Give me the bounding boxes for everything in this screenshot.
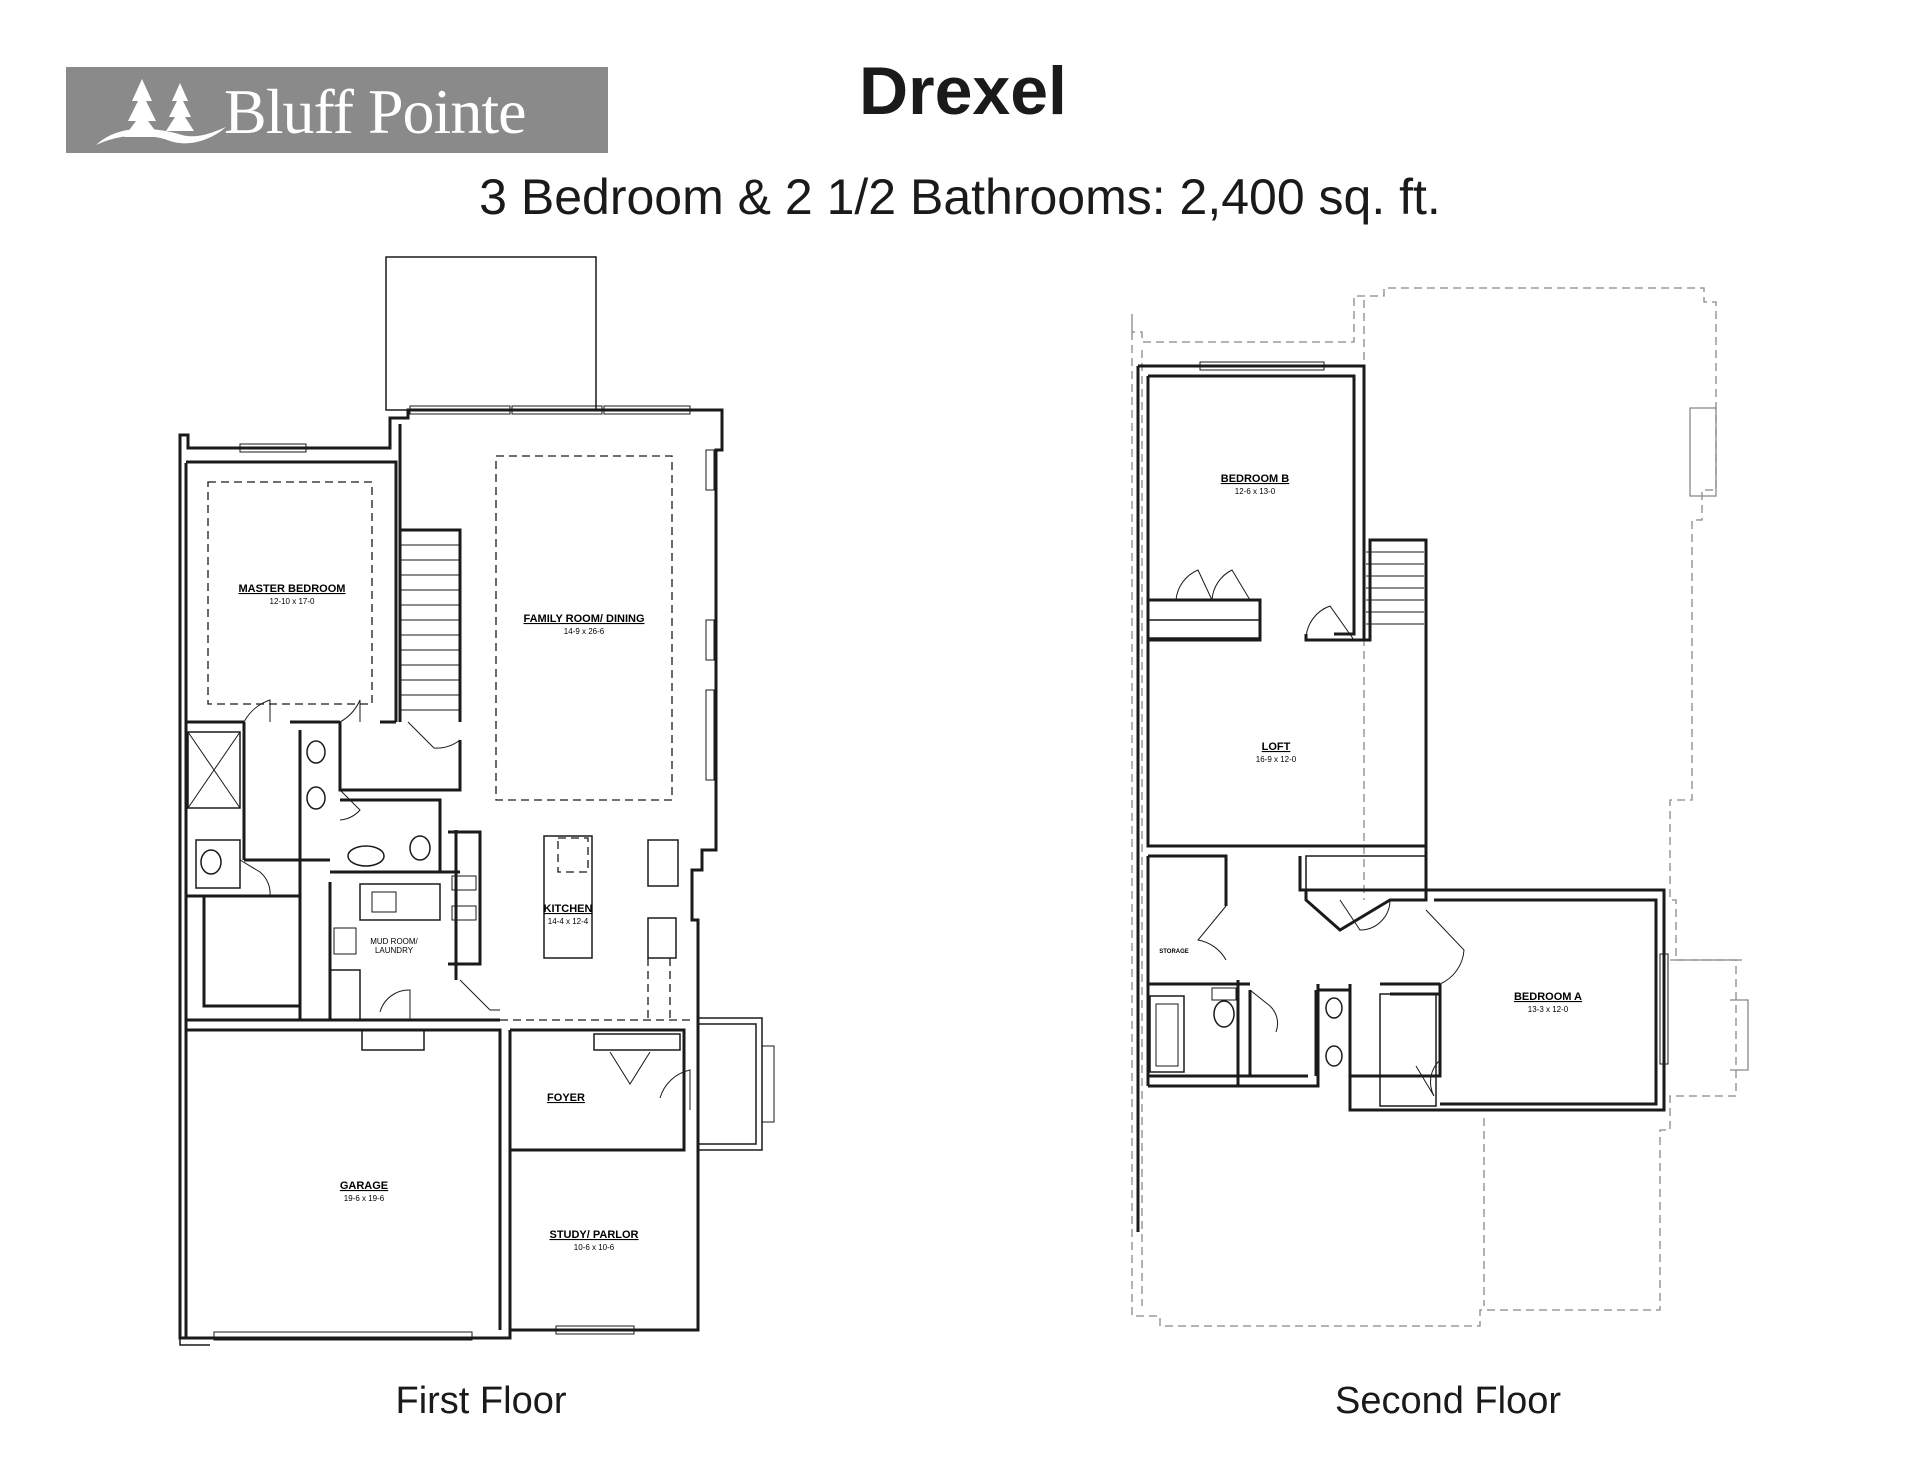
- kitchen-size: 14-4 x 12-4: [548, 917, 589, 926]
- bedroom-a-label: BEDROOM A: [1514, 991, 1582, 1003]
- bedroom-a-size: 13-3 x 12-0: [1528, 1005, 1569, 1014]
- window: [603, 405, 691, 415]
- garage-door-step: [361, 1029, 425, 1051]
- garage-size: 19-6 x 19-6: [344, 1194, 385, 1203]
- mud-room-label: MUD ROOM/: [370, 937, 418, 946]
- bluff-pointe-logo: Bluff Pointe: [66, 67, 608, 153]
- laundry-label: LAUNDRY: [375, 946, 414, 955]
- second-floor-door-swings: [1175, 569, 1465, 1097]
- bathtub: [1149, 995, 1185, 1073]
- first-floor-stairs: [400, 544, 460, 711]
- second-floor-plan: [1131, 287, 1749, 1327]
- bedroom-b-closet: [1147, 619, 1261, 639]
- bedroom-a-closet: [1379, 993, 1437, 1107]
- master-bedroom-rug: [207, 481, 373, 705]
- foyer-label: FOYER: [547, 1092, 585, 1104]
- second-floor-caption: Second Floor: [1334, 1380, 1561, 1422]
- brand-name: Bluff Pointe: [224, 76, 526, 147]
- study-label: STUDY/ PARLOR: [549, 1229, 638, 1241]
- family-room-size: 14-9 x 26-6: [564, 627, 605, 636]
- storage-label: STORAGE: [1159, 949, 1189, 955]
- toilet-area: [195, 839, 241, 889]
- loft-size: 16-9 x 12-0: [1256, 755, 1297, 764]
- family-room-label: FAMILY ROOM/ DINING: [523, 613, 644, 625]
- kitchen-label: KITCHEN: [544, 903, 593, 915]
- window: [239, 443, 307, 453]
- first-floor-exterior-wall: [178, 408, 724, 1340]
- washer: [333, 927, 357, 955]
- window: [409, 405, 511, 415]
- shower: [187, 731, 241, 809]
- mud-room-counter: [359, 883, 441, 921]
- kitchen-island: [543, 835, 593, 959]
- roof-outline: [1131, 287, 1737, 1327]
- coat-closet: [593, 1033, 681, 1051]
- window: [705, 689, 715, 781]
- garage-door: [213, 1331, 473, 1341]
- window: [511, 405, 603, 415]
- first-floor-plan: [178, 256, 775, 1346]
- first-floor-labels: MASTER BEDROOM 12-10 x 17-0 FAMILY ROOM/…: [239, 583, 645, 1252]
- master-bedroom-label: MASTER BEDROOM: [239, 583, 346, 595]
- model-name: Drexel: [859, 53, 1067, 129]
- window: [705, 619, 715, 661]
- second-floor-stairs: [1366, 551, 1424, 625]
- bedroom-b-label: BEDROOM B: [1221, 473, 1290, 485]
- second-floor-labels: BEDROOM B 12-6 x 13-0 LOFT 16-9 x 12-0 S…: [1159, 473, 1582, 1014]
- garage-label: GARAGE: [340, 1180, 388, 1192]
- first-floor-caption: First Floor: [395, 1380, 567, 1422]
- bedroom-b-size: 12-6 x 13-0: [1235, 487, 1276, 496]
- model-title: Drexel: [0, 52, 1920, 130]
- model-summary: 3 Bedroom & 2 1/2 Bathrooms: 2,400 sq. f…: [479, 169, 1441, 225]
- master-bedroom-size: 12-10 x 17-0: [270, 597, 315, 606]
- study-size: 10-6 x 10-6: [574, 1243, 615, 1252]
- second-floor-walls: [1136, 364, 1428, 1232]
- loft-label: LOFT: [1262, 741, 1291, 753]
- door-swings: [239, 699, 691, 1110]
- pine-trees-icon: [96, 79, 226, 145]
- rear-patio: [385, 256, 597, 411]
- window: [705, 449, 715, 491]
